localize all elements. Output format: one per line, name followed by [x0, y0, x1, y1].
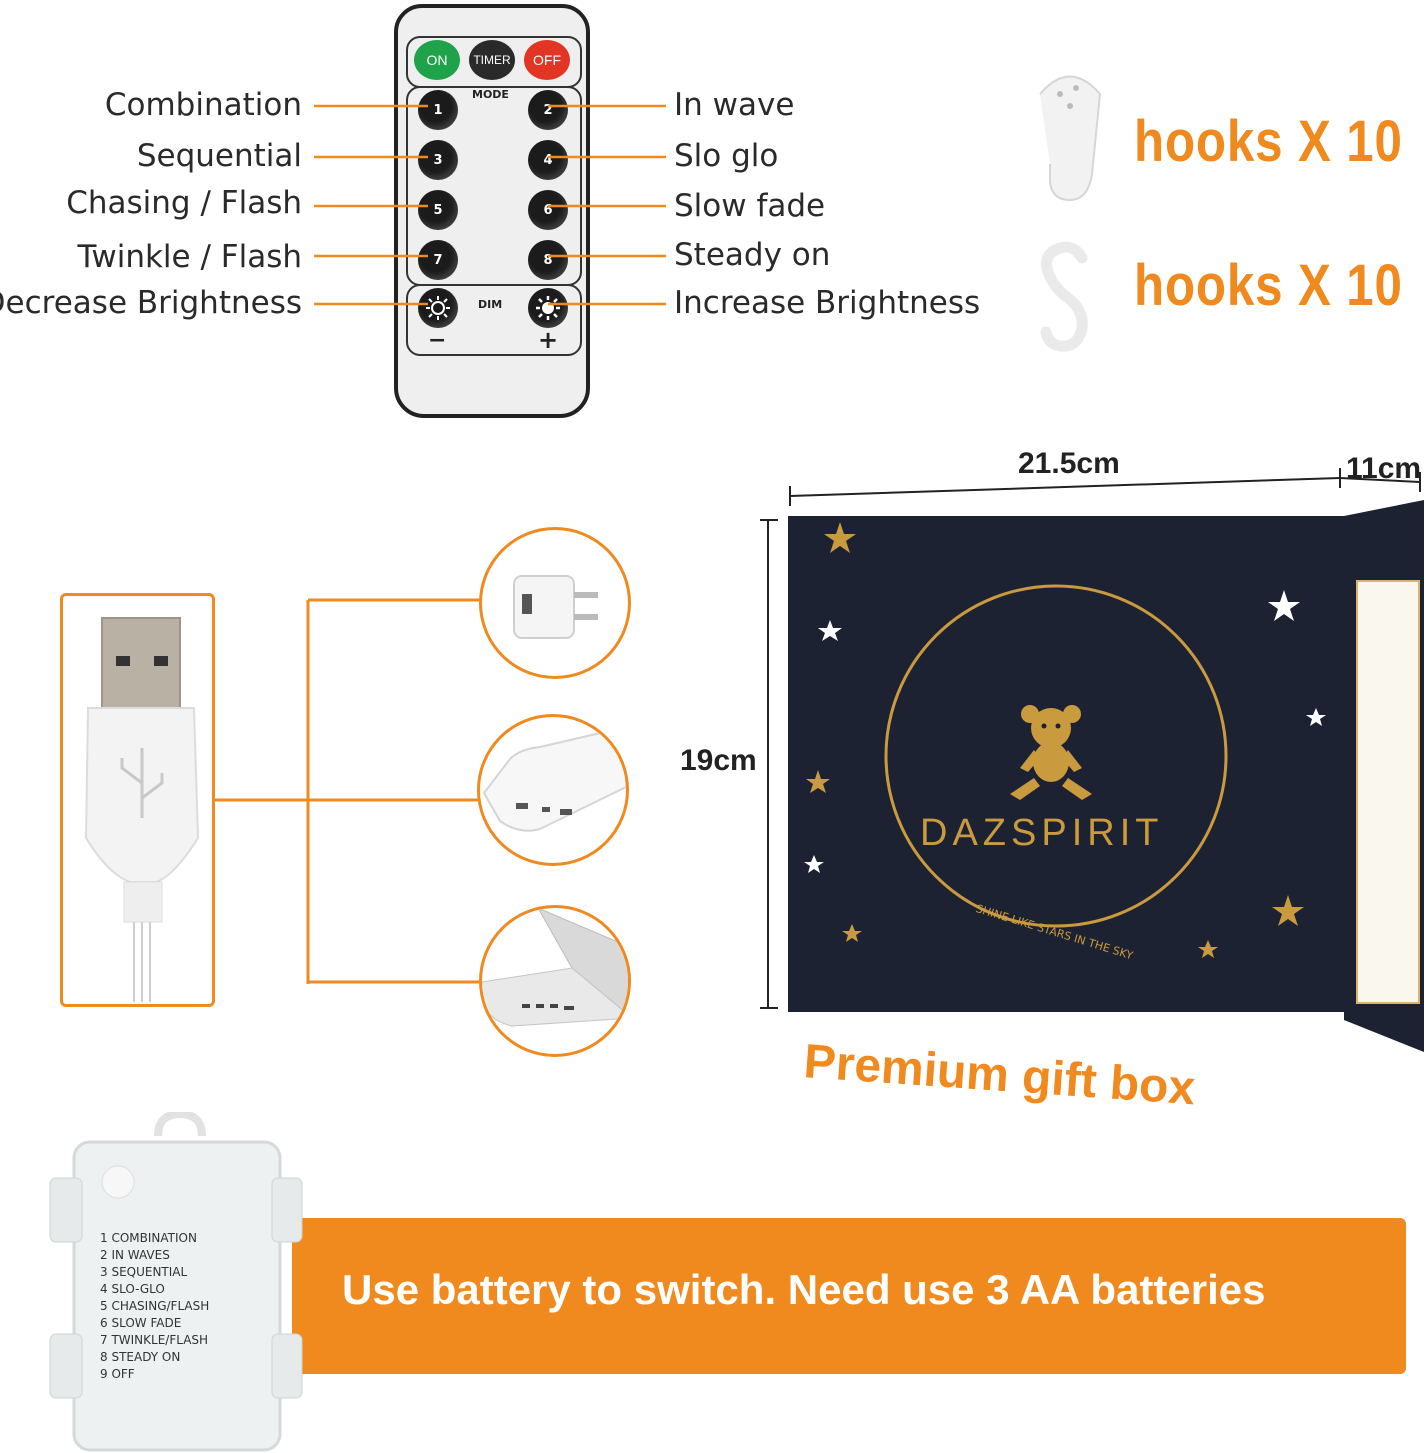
battery-mode-5: 5 CHASING/FLASH [100, 1299, 210, 1313]
label-steady-on: Steady on [674, 237, 831, 273]
mode-button-7[interactable]: 7 [418, 240, 458, 280]
dim-panel [406, 284, 582, 356]
mode-button-5[interactable]: 5 [418, 190, 458, 230]
battery-mode-list: 1 COMBINATION 2 IN WAVES 3 SEQUENTIAL 4 … [100, 1230, 209, 1383]
battery-mode-9: 9 OFF [100, 1367, 135, 1381]
remote-leader-lines [314, 104, 666, 306]
battery-mode-8: 8 STEADY ON [100, 1350, 181, 1364]
mode-button-3[interactable]: 3 [418, 140, 458, 180]
plus-sign: + [538, 326, 559, 354]
adhesive-hook-icon [1039, 75, 1102, 202]
label-combination: Combination [104, 87, 302, 123]
box-starfield [804, 522, 1326, 958]
wall-adapter-icon [513, 575, 598, 639]
mode-button-6[interactable]: 6 [528, 190, 568, 230]
label-twinkle-flash: Twinkle / Flash [77, 239, 302, 275]
label-in-wave: In wave [674, 87, 795, 123]
mode-button-8[interactable]: 8 [528, 240, 568, 280]
label-decrease-brightness: Decrease Brightness [0, 285, 302, 321]
box-height-label: 19cm [680, 744, 757, 777]
decrease-brightness-button[interactable] [418, 288, 458, 328]
mode-button-1[interactable]: 1 [418, 90, 458, 130]
box-dimension-lines [760, 468, 1421, 1009]
off-button[interactable]: OFF [524, 40, 570, 80]
brand-logo-text: DAZSPIRIT [920, 812, 1164, 854]
label-slow-fade: Slow fade [674, 188, 826, 224]
increase-brightness-button[interactable] [528, 288, 568, 328]
box-width-label: 21.5cm [1018, 447, 1120, 480]
box-depth-label: 11cm [1346, 452, 1422, 485]
usb-connector-lines [214, 598, 480, 984]
battery-mode-3: 3 SEQUENTIAL [100, 1265, 188, 1279]
timer-button[interactable]: TIMER [469, 40, 515, 80]
power-bank-circle [477, 714, 629, 866]
mode-button-4[interactable]: 4 [528, 140, 568, 180]
remote-control: ON TIMER OFF MODE 1 2 3 4 5 6 7 8 DIM − … [394, 4, 590, 418]
s-hook-icon [1040, 241, 1088, 352]
label-sequential: Sequential [136, 138, 302, 174]
laptop-circle [479, 905, 631, 1057]
dim-label: DIM [478, 298, 503, 311]
minus-sign: − [428, 328, 447, 353]
battery-mode-1: 1 COMBINATION [100, 1231, 197, 1245]
mode-label: MODE [472, 88, 509, 101]
hooks-count-1: hooks X 10 [1134, 109, 1403, 174]
battery-mode-4: 4 SLO-GLO [100, 1282, 165, 1296]
label-chasing-flash: Chasing / Flash [66, 185, 302, 221]
laptop-icon [482, 908, 628, 1027]
teddy-bear-logo-icon [1010, 705, 1092, 800]
label-slo-glo: Slo glo [674, 138, 779, 174]
mode-button-2[interactable]: 2 [528, 90, 568, 130]
battery-mode-7: 7 TWINKLE/FLASH [100, 1333, 209, 1347]
battery-banner-text: Use battery to switch. Need use 3 AA bat… [342, 1266, 1266, 1313]
label-increase-brightness: Increase Brightness [674, 285, 981, 321]
battery-mode-2: 2 IN WAVES [100, 1248, 170, 1262]
usb-plug-icon [84, 617, 200, 1002]
on-button[interactable]: ON [414, 40, 460, 80]
battery-box-icon [49, 1112, 303, 1452]
hooks-count-2: hooks X 10 [1134, 253, 1403, 318]
power-bank-icon [482, 725, 626, 832]
battery-mode-6: 6 SLOW FADE [100, 1316, 182, 1330]
wall-adapter-circle [479, 527, 631, 679]
battery-banner [292, 1218, 1406, 1374]
gift-box-side-card [1356, 580, 1420, 1004]
sun-icon [426, 296, 450, 320]
usb-frame [60, 593, 215, 1007]
